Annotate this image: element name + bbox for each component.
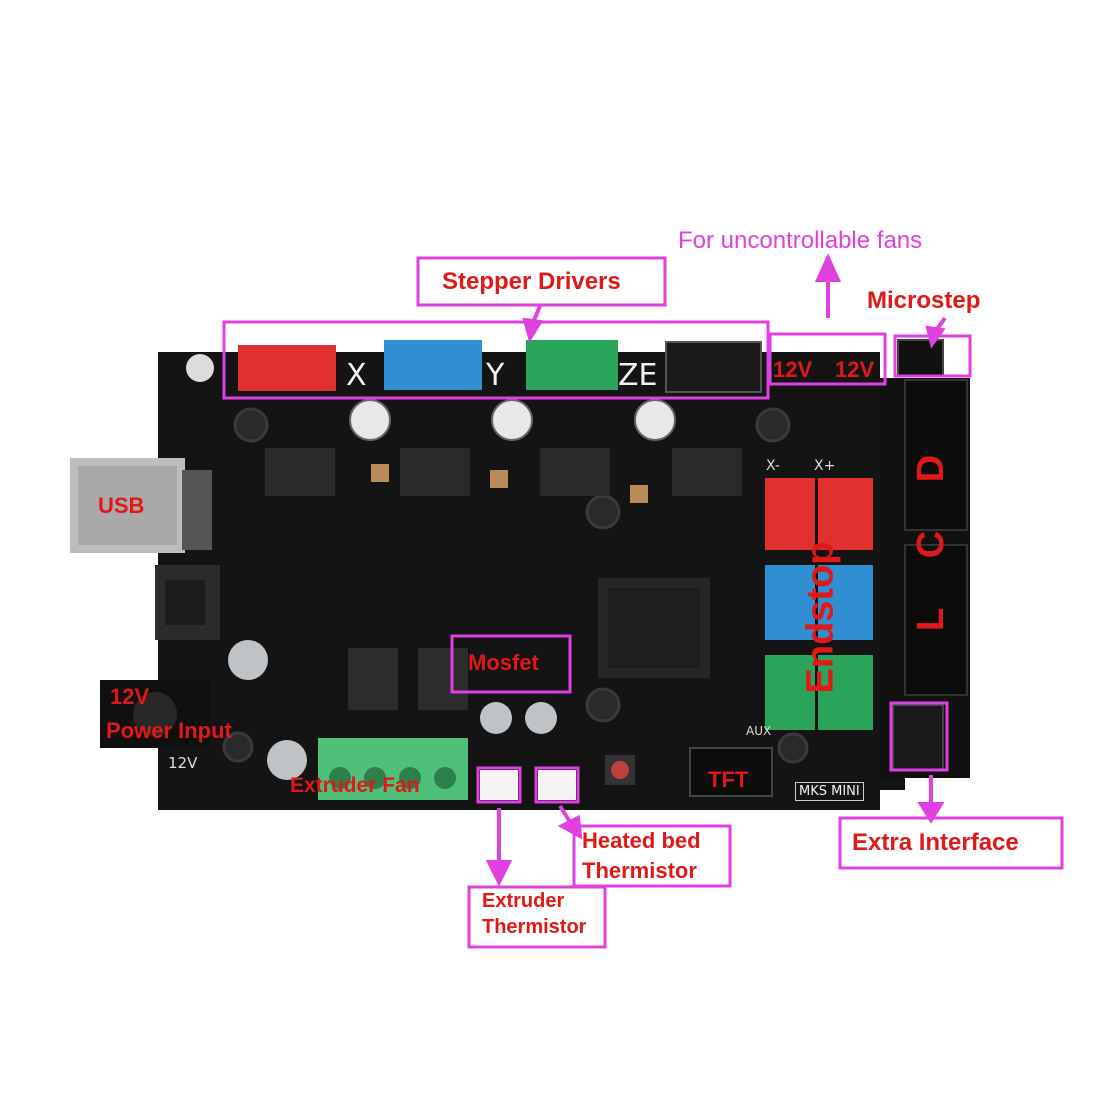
extruder-thermistor-line1: Extruder [482,890,565,912]
fan-12v-box [768,332,887,386]
endstop-xplus-label: X+ [814,458,836,474]
endstop-connectors [765,478,873,730]
extra-interface-label: Extra Interface [852,829,1019,856]
heated-bed-line2: Thermistor [582,858,697,883]
power-input-line1: 12V [110,684,150,709]
lcd-letter-d: D [910,454,953,483]
mosfet-box [450,634,572,694]
fan-12v-right-label: 12V [835,357,875,382]
extra-interface-header [892,704,944,771]
bed-socket-box [534,766,580,804]
extra-interface-label-box [838,816,1064,870]
mounting-holes [222,407,809,764]
endstop-label: Endstop [799,541,842,694]
board-12v-label: 12V [168,754,198,772]
axis-x-label: X [346,358,367,393]
microstep-label: Microstep [867,287,981,314]
stepper-connectors [238,340,762,393]
model-label: MKS MINI [795,782,864,801]
power-jack [100,680,210,748]
aux-label: AUX [746,724,772,738]
mosfet-label: Mosfet [468,650,539,675]
heated-bed-line1: Heated bed [582,828,701,853]
lcd-headers [904,379,968,696]
tft-label: TFT [708,767,749,792]
extruder-thermistor-line2: Thermistor [482,916,587,938]
axis-ze-label: ZE [618,358,658,393]
capacitors [186,354,676,780]
terminal-block [318,738,468,800]
stepper-drivers-box [416,256,667,307]
reset-button [605,755,635,785]
callout-boxes [222,256,1064,949]
microcontroller [598,578,710,678]
driver-chips [265,448,742,496]
microstep-jumper [897,339,944,377]
endstop-xminus-label: X- [766,458,780,474]
axis-y-label: Y [486,358,505,393]
extra-interface-port-box [889,701,949,772]
lcd-letter-c: C [910,530,953,559]
uncontrollable-fans-label: For uncontrollable fans [678,227,923,254]
extruder-thermistor-box [467,885,607,949]
fan-12v-left-label: 12V [773,357,813,382]
thermistor-sockets [480,770,576,800]
callout-arrows [485,253,947,887]
extruder-socket-box [476,766,522,804]
stepper-connectors-box [222,320,770,400]
mosfets [348,648,468,710]
tft-header [689,747,773,797]
power-input-line2: Power Input [106,718,232,743]
potentiometers [371,464,648,503]
extruder-fan-label: Extruder Fan [290,774,420,797]
lcd-letter-l: L [910,607,953,632]
stepper-drivers-label: Stepper Drivers [442,268,621,295]
usb-label: USB [98,493,145,518]
heated-bed-box [572,824,732,888]
usb-port [70,458,212,553]
